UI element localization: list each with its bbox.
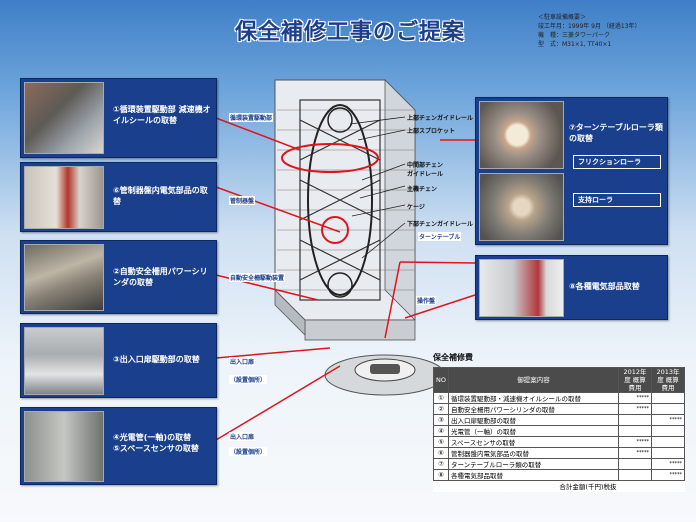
table-cell: ***** [651, 414, 685, 426]
card-2-text: ②自動安全柵用パワーシリンダの取替 [113, 267, 208, 287]
photo-control-panel [24, 166, 104, 229]
table-title: 保全補修費 [433, 353, 473, 362]
info-line: ＜駐車設備概要＞ [538, 14, 587, 21]
table-header-row: NO 御提案内容 2012年度 概算費用 2013年度 概算費用 [433, 367, 685, 393]
table-cell: 循環装置駆動部・減速機オイルシールの取替 [447, 392, 620, 404]
table-cell: ***** [618, 392, 652, 404]
card-4-5-text: ④光電管(一軸)の取替 ⑤スペースセンサの取替 [113, 433, 199, 453]
table-cell: ② [433, 403, 449, 415]
label-main-chain: 主機チェン [407, 186, 438, 193]
tag-kanseiki: 管制器盤 [229, 196, 256, 205]
page-title: 保全補修工事のご提案 [234, 20, 465, 45]
table-cell [651, 392, 685, 404]
photo-electrical [479, 259, 564, 317]
table-cell: ⑥ [433, 447, 449, 459]
table-cell [618, 425, 652, 437]
table-cell: ④ [433, 425, 449, 437]
tag-junkan: 循環装置駆動部 [229, 113, 274, 122]
card-8-text: ⑧各種電気部品取替 [569, 282, 640, 291]
card-8: ⑧各種電気部品取替 [475, 255, 668, 320]
label-upper-chain-guide: 上部チェンガイドレール [407, 115, 474, 122]
tag-turntable: ターンテーブル [418, 232, 462, 241]
photo-door-drive [24, 327, 104, 395]
table-cell: ① [433, 392, 449, 404]
card-1-text: ①循環装置駆動部 減速機オイルシールの取替 [113, 105, 211, 125]
table-cell [618, 458, 652, 470]
card-7-text: ⑦ターンテーブルローラ類の取替 [569, 123, 663, 143]
card-6-text: ⑥管制器盤内電気部品の取替 [113, 186, 208, 206]
tower-diagram [274, 79, 446, 396]
label-upper-sprocket: 上部スプロケット [407, 128, 456, 135]
total-row: 合計金額(千円)税抜 [434, 481, 685, 492]
table-cell: ***** [618, 447, 652, 459]
table-cell [651, 403, 685, 415]
table-cell [618, 469, 652, 481]
card-3: ③出入口扉駆動部の取替 [20, 323, 217, 398]
card-6: ⑥管制器盤内電気部品の取替 [20, 162, 217, 232]
tag-sousa: 操作盤 [416, 296, 437, 305]
table-cell: ⑦ [433, 458, 449, 470]
table-cell: 管制器盤内電気部品の取替 [447, 447, 620, 459]
tag-setchi-1: （設置個所） [229, 375, 268, 384]
label-cage: ケージ [407, 204, 425, 211]
photo-reducer [24, 82, 104, 154]
total-2013 [652, 481, 685, 492]
table-cell [651, 425, 685, 437]
photo-cylinder [24, 244, 104, 311]
total-label: 合計金額(千円)税抜 [559, 483, 617, 492]
table-cell: ⑧ [433, 469, 449, 481]
table-cell [618, 414, 652, 426]
label-mid-chain-guide: ガイドレール [407, 171, 444, 178]
table-cell [651, 447, 685, 459]
table-cell: 各種電気部品取替 [447, 469, 620, 481]
table-cell: ***** [651, 469, 685, 481]
info-line: 機 種：三菱タワーパーク [538, 32, 610, 39]
col-item: 御提案内容 [447, 367, 620, 393]
table-cell: 光電管（一軸）の取替 [447, 425, 620, 437]
photo-sensor [24, 411, 104, 482]
table-cell: ***** [618, 403, 652, 415]
label-mid-chain: 中間部チェン [407, 162, 444, 169]
label-lower-chain-guide: 下部チェンガイドレール [407, 221, 474, 228]
card-4-5: ④光電管(一軸)の取替 ⑤スペースセンサの取替 [20, 407, 217, 485]
friction-roller-label: フリクションローラ [573, 155, 661, 169]
table-cell: ***** [618, 436, 652, 448]
facility-info: ＜駐車設備概要＞ 竣工年月：1999年 9月 （経過13年） 機 種：三菱タワー… [538, 13, 641, 49]
table-cell: ターンテーブルローラ類の取替 [447, 458, 620, 470]
table-cell: ***** [651, 458, 685, 470]
table-cell: 自動安全柵用パワーシリンダの取替 [447, 403, 620, 415]
table-cell: ③ [433, 414, 449, 426]
card-3-text: ③出入口扉駆動部の取替 [113, 355, 200, 364]
col-no: NO [433, 367, 449, 393]
info-line: 竣工年月：1999年 9月 （経過13年） [538, 23, 641, 30]
photo-friction-roller [479, 101, 564, 169]
card-2: ②自動安全柵用パワーシリンダの取替 [20, 240, 217, 314]
support-roller-label: 支持ローラ [573, 193, 661, 207]
col-2013: 2013年度 概算費用 [651, 367, 685, 393]
card-1: ①循環装置駆動部 減速機オイルシールの取替 [20, 78, 217, 158]
photo-support-roller [479, 173, 564, 241]
tag-deiriguchi-2: 出入口扉 [229, 432, 256, 441]
table-cell [651, 436, 685, 448]
total-2012 [619, 481, 652, 492]
table-cell: 出入口扉駆動部の取替 [447, 414, 620, 426]
table-cell: スペースセンサの取替 [447, 436, 620, 448]
tag-deiriguchi-1: 出入口扉 [229, 357, 256, 366]
tag-setchi-2: （設置個所） [229, 447, 268, 456]
card-7: ⑦ターンテーブルローラ類の取替 フリクションローラ 支持ローラ [475, 97, 668, 245]
info-line: 型 式：M31×1, TT40×1 [538, 41, 612, 48]
col-2012: 2012年度 概算費用 [618, 367, 652, 393]
tag-anzen: 自動安全柵駆動装置 [229, 273, 286, 282]
table-cell: ⑤ [433, 436, 449, 448]
